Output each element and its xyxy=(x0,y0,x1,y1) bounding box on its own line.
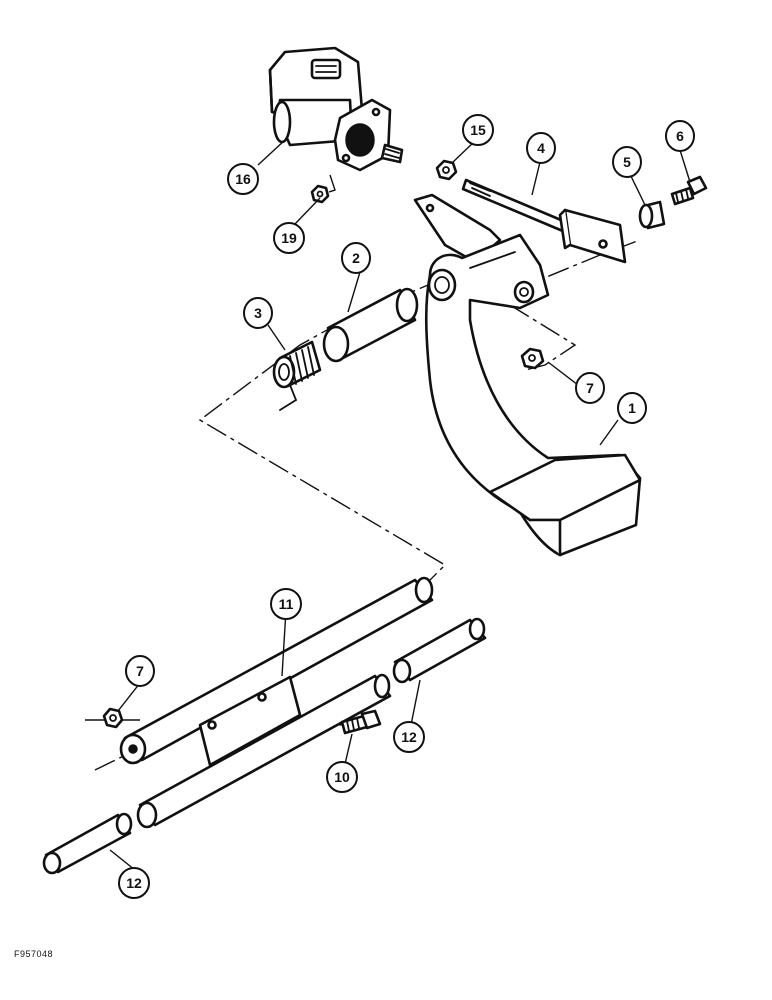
brake-pedal xyxy=(413,193,642,557)
svg-text:7: 7 xyxy=(136,663,144,679)
push-rod xyxy=(461,178,627,264)
figure-code: F957048 xyxy=(14,949,54,959)
svg-text:2: 2 xyxy=(352,250,360,266)
svg-text:6: 6 xyxy=(676,128,684,144)
svg-text:11: 11 xyxy=(279,596,294,612)
svg-text:10: 10 xyxy=(334,769,350,785)
lower-shaft xyxy=(136,673,392,829)
callout-4: 4 xyxy=(526,132,556,164)
svg-text:1: 1 xyxy=(628,400,636,416)
callout-15: 15 xyxy=(462,114,494,146)
callout-12-left: 12 xyxy=(118,867,150,899)
svg-text:19: 19 xyxy=(281,230,297,246)
callout-16: 16 xyxy=(227,163,259,195)
callout-5: 5 xyxy=(612,146,642,178)
svg-text:5: 5 xyxy=(623,154,631,170)
callout-2: 2 xyxy=(341,242,371,274)
nut-19 xyxy=(310,184,330,204)
svg-text:7: 7 xyxy=(586,380,594,396)
nut-7-upper xyxy=(520,347,545,370)
callout-3: 3 xyxy=(243,297,273,329)
svg-text:16: 16 xyxy=(235,171,251,187)
svg-text:3: 3 xyxy=(254,305,262,321)
callout-1: 1 xyxy=(617,392,647,424)
callout-10: 10 xyxy=(326,761,358,793)
return-spring xyxy=(272,340,322,411)
svg-text:15: 15 xyxy=(470,122,486,138)
sleeve-12-left xyxy=(42,812,133,875)
callout-6: 6 xyxy=(665,120,695,152)
master-cylinder xyxy=(268,46,404,172)
svg-text:12: 12 xyxy=(126,875,142,891)
svg-text:4: 4 xyxy=(537,140,545,156)
sleeve-12-right xyxy=(392,617,487,684)
leader-lines xyxy=(109,139,691,871)
bolt-6 xyxy=(670,175,708,206)
bolt-10 xyxy=(340,709,382,735)
nut-7-lower xyxy=(102,707,124,729)
svg-text:12: 12 xyxy=(401,729,417,745)
pedal-bushing xyxy=(322,287,419,363)
callout-7-lower: 7 xyxy=(125,655,155,687)
callout-11: 11 xyxy=(270,588,302,620)
callout-12-right: 12 xyxy=(393,721,425,753)
nut-15 xyxy=(435,159,458,181)
callout-7-upper: 7 xyxy=(575,372,605,404)
cross-shaft xyxy=(119,576,434,767)
bushing-5 xyxy=(638,200,666,230)
callout-19: 19 xyxy=(273,222,305,254)
